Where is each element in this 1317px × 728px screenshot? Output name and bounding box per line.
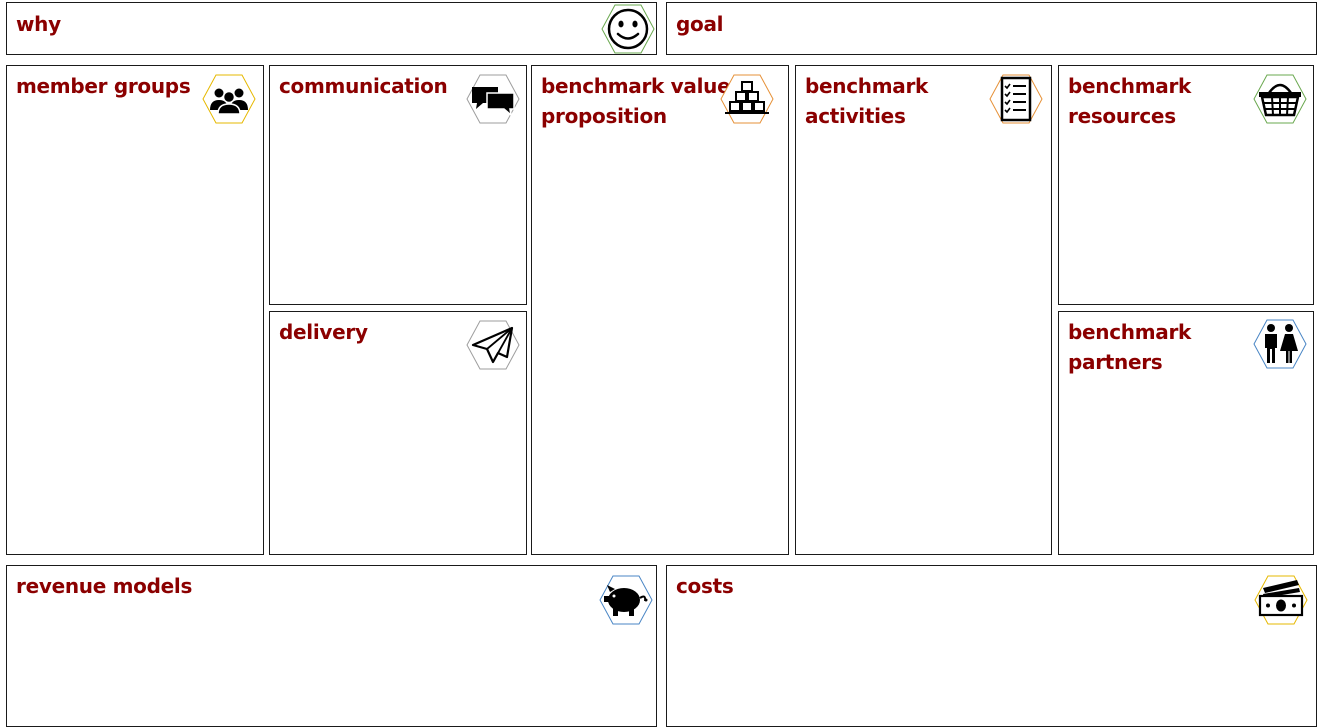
- communication-box: communication: [269, 65, 527, 305]
- basket-icon: [1252, 73, 1308, 125]
- piggy-bank-icon: [598, 574, 654, 626]
- resources-title: benchmark resources: [1068, 74, 1192, 128]
- cash-icon: [1253, 574, 1309, 626]
- speech-bubbles-icon: [465, 73, 521, 125]
- why-box: why: [6, 2, 657, 55]
- people-group-icon: [201, 73, 257, 125]
- checklist-icon: [988, 73, 1044, 125]
- member-groups-title: member groups: [16, 74, 191, 98]
- goal-box: goal: [666, 2, 1317, 55]
- man-woman-icon: [1252, 318, 1308, 370]
- member-groups-box: member groups: [6, 65, 264, 555]
- activities-title: benchmark activities: [805, 74, 929, 128]
- costs-title: costs: [676, 574, 734, 598]
- delivery-box: delivery: [269, 311, 527, 555]
- revenue-models-title: revenue models: [16, 574, 193, 598]
- delivery-title: delivery: [279, 320, 368, 344]
- goal-title: goal: [676, 12, 724, 36]
- why-title: why: [16, 12, 61, 36]
- paper-plane-icon: [465, 319, 521, 371]
- value-proposition-title: benchmark value proposition: [541, 74, 731, 128]
- value-proposition-box: benchmark value proposition: [531, 65, 789, 555]
- resources-box: benchmark resources: [1058, 65, 1314, 305]
- stacked-boxes-icon: [719, 73, 775, 125]
- costs-box: costs: [666, 565, 1317, 727]
- smiley-face-icon: [600, 3, 656, 55]
- activities-box: benchmark activities: [795, 65, 1052, 555]
- partners-box: benchmark partners: [1058, 311, 1314, 555]
- communication-title: communication: [279, 74, 448, 98]
- revenue-models-box: revenue models: [6, 565, 657, 727]
- partners-title: benchmark partners: [1068, 320, 1192, 374]
